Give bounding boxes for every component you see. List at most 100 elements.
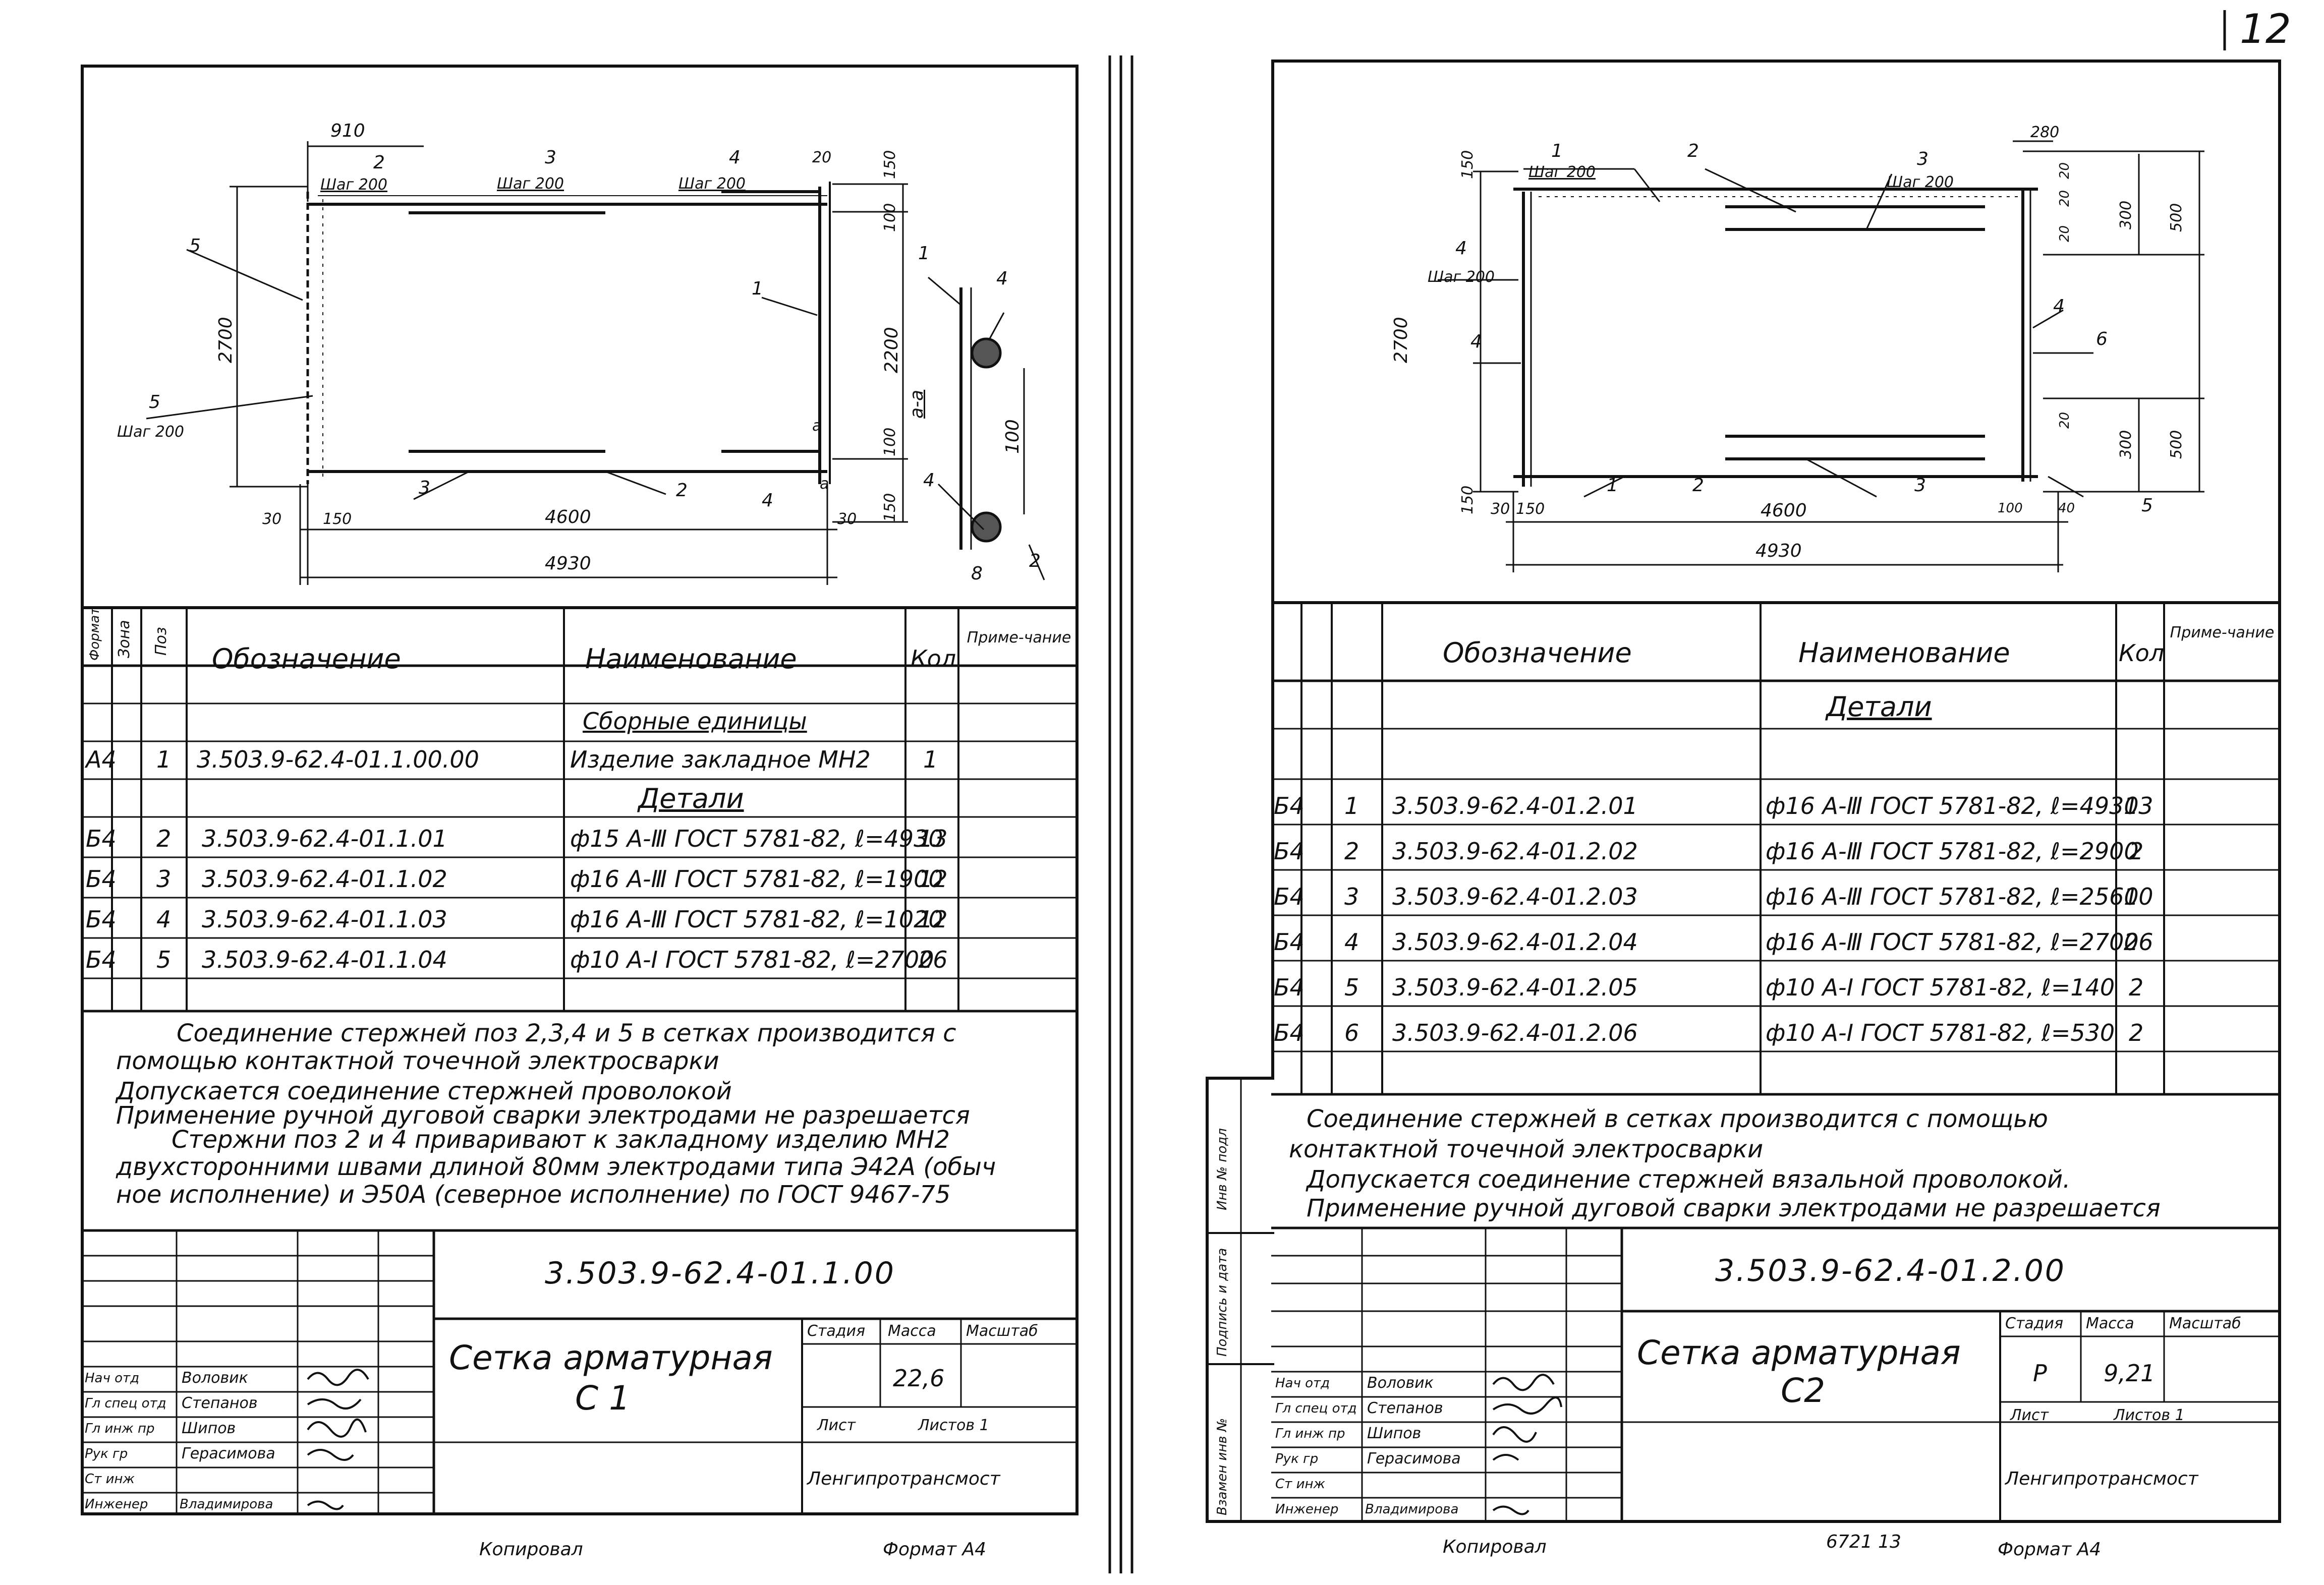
section-title: Детали [638, 783, 744, 814]
cell-format: Б4 [1274, 1019, 1305, 1046]
cell-name: ф15 А-Ⅲ ГОСТ 5781-82, ℓ=4930 [570, 825, 943, 852]
role-label: Гл инж пр [1275, 1426, 1345, 1441]
format-label: Формат А4 [883, 1539, 987, 1560]
sheet-label: Лист [817, 1417, 856, 1434]
left-sheet [81, 65, 1079, 1515]
cell-qty: 12 [918, 906, 948, 933]
name-label: Степанов [182, 1394, 258, 1412]
col-header: Обозначение [212, 643, 401, 675]
cell-name: ф16 А-Ⅲ ГОСТ 5781-82, ℓ=2700 [1766, 928, 2139, 956]
cell-qty: 10 [2124, 883, 2153, 910]
cell-code: 3.503.9-62.4-01.2.06 [1392, 1019, 1638, 1046]
note-line: Соединение стержней в сетках производитс… [1307, 1105, 2048, 1133]
dim-label: 40 [2058, 501, 2075, 516]
cell-format: Б4 [86, 825, 117, 852]
position-label: 5 [189, 236, 201, 256]
format-label: Формат А4 [1998, 1539, 2102, 1560]
position-label: 3 [545, 147, 556, 168]
note-line: Допускается соединение стержней проволок… [116, 1077, 732, 1105]
scale-header: Масштаб [2169, 1315, 2241, 1332]
dim-label: 30 [262, 510, 282, 528]
role-label: Инженер [85, 1497, 148, 1512]
name-label: Владимирова [1365, 1502, 1459, 1517]
cell-name: ф10 А-Ⅰ ГОСТ 5781-82, ℓ=140 [1766, 974, 2115, 1001]
cell-pos: 4 [156, 906, 172, 933]
dim-label: 910 [330, 121, 365, 141]
dim-label: 150 [1516, 500, 1545, 518]
scale-header: Масштаб [966, 1322, 1038, 1340]
sheets-label: Листов 1 [2114, 1406, 2185, 1424]
dim-label: 4930 [1755, 541, 1802, 561]
position-label: 3 [1914, 475, 1926, 496]
cell-pos: 1 [156, 746, 172, 773]
cell-format: Б4 [1274, 928, 1305, 956]
position-label: 5 [149, 392, 160, 413]
position-label: 1 [1551, 141, 1563, 161]
note-line: ное исполнение) и Э50А (северное исполне… [116, 1181, 951, 1209]
role-label: Ст инж [85, 1472, 135, 1487]
col-header: Кол [911, 645, 956, 672]
position-label: 3 [419, 478, 430, 498]
col-header: Приме-чание [2170, 624, 2275, 641]
cell-qty: 12 [918, 865, 948, 893]
cell-format: Б4 [86, 906, 117, 933]
step-label: Шаг 200 [1428, 268, 1495, 286]
cell-name: ф16 А-Ⅲ ГОСТ 5781-82, ℓ=1900 [570, 865, 943, 893]
cell-pos: 2 [156, 825, 172, 852]
col-header: Приме-чание [967, 629, 1071, 647]
cell-format: Б4 [1274, 792, 1305, 819]
step-label: Шаг 200 [117, 423, 185, 441]
cell-pos: 4 [1344, 928, 1359, 956]
right-side-strip [1206, 1077, 1274, 1523]
stage-header: Стадия [2005, 1315, 2064, 1332]
position-label: 6 [2096, 329, 2108, 349]
cell-name: ф16 А-Ⅲ ГОСТ 5781-82, ℓ=2900 [1766, 838, 2139, 865]
name-label: Воловик [182, 1369, 248, 1387]
note-line: двухсторонними швами длиной 80мм электро… [116, 1153, 996, 1181]
name-label: Степанов [1367, 1399, 1443, 1417]
note-line: помощью контактной точечной электросварк… [116, 1047, 719, 1075]
col-header: Кол [2119, 639, 2165, 667]
cell-pos: 2 [1344, 838, 1359, 865]
cell-name: ф16 А-Ⅲ ГОСТ 5781-82, ℓ=1020 [570, 906, 943, 933]
cell-pos: 1 [1344, 792, 1359, 819]
cell-code: 3.503.9-62.4-01.1.04 [202, 946, 447, 973]
page-number: 12 [2240, 6, 2291, 52]
name-label: Шипов [182, 1420, 236, 1437]
cell-qty: 1 [923, 746, 938, 773]
position-label: 1 [752, 278, 763, 299]
dim-label: 30 [837, 510, 857, 528]
position-label: 4 [2053, 296, 2065, 317]
dim-label: 150 [323, 510, 352, 528]
mass-header: Масса [888, 1322, 936, 1340]
role-label: Гл инж пр [85, 1421, 155, 1436]
dim-label: 100 [1998, 501, 2023, 516]
step-label: Шаг 200 [1528, 163, 1596, 181]
name-label: Воловик [1367, 1374, 1434, 1392]
cell-pos: 3 [156, 865, 172, 893]
cell-qty: 26 [918, 946, 948, 973]
cell-qty: 13 [2124, 792, 2153, 819]
mass-value: 22,6 [893, 1365, 945, 1392]
position-label: 2 [1687, 141, 1699, 161]
cell-pos: 3 [1344, 883, 1359, 910]
position-label: 2 [1692, 475, 1704, 496]
cell-pos: 5 [1344, 974, 1359, 1001]
role-label: Рук гр [85, 1446, 128, 1461]
position-label: 2 [1029, 551, 1041, 571]
role-label: Гл спец отд [1275, 1401, 1357, 1416]
sheet-label: Лист [2010, 1406, 2049, 1424]
cell-name: ф10 А-Ⅰ ГОСТ 5781-82, ℓ=530 [1766, 1019, 2115, 1046]
dim-label: 20 [812, 149, 832, 166]
role-label: Инженер [1275, 1502, 1339, 1517]
position-label: 1 [918, 243, 930, 264]
cell-format: Б4 [1274, 974, 1305, 1001]
position-label: 2 [676, 480, 688, 501]
note-line: контактной точечной электросварки [1289, 1135, 1764, 1163]
position-label: 3 [1917, 149, 1929, 169]
cell-code: 3.503.9-62.4-01.2.02 [1392, 838, 1638, 865]
cell-qty: 26 [2124, 928, 2153, 956]
doc-code: 3.503.9-62.4-01.1.00 [545, 1256, 895, 1291]
